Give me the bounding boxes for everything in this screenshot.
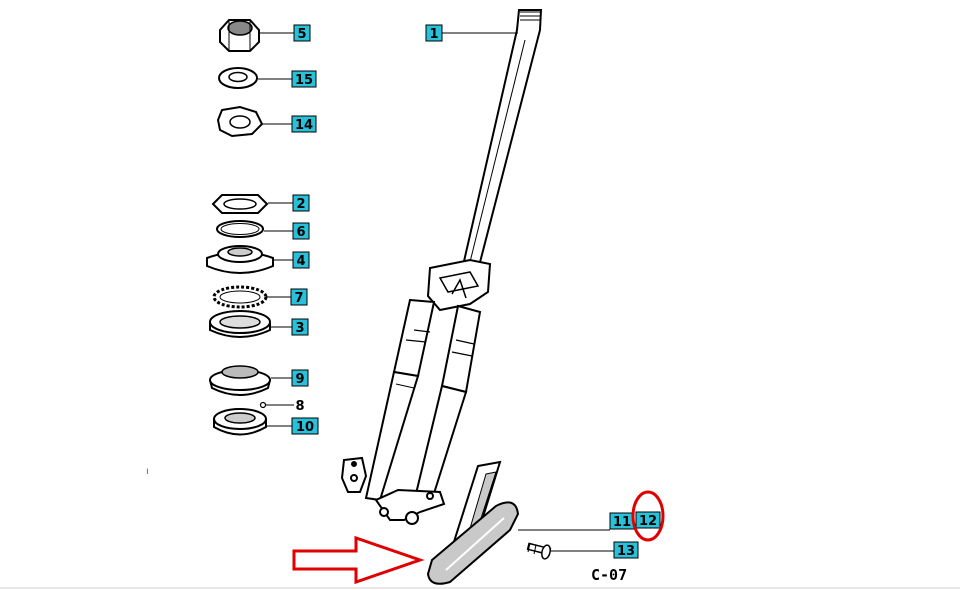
callout-box [291,318,309,336]
callout-2: 2 [292,194,310,212]
highlight-arrow [292,535,425,585]
callout-12: 12 [635,511,661,529]
callout-box [291,417,319,435]
callout-15: 15 [291,70,317,88]
callout-7: 7 [290,288,308,306]
part-thin-ring [216,220,264,238]
callout-3: 3 [291,318,309,336]
callout-14: 14 [291,115,317,133]
part-screw [526,542,552,560]
part-bearing-ring [212,285,268,309]
callout-label: 10 [296,420,314,435]
callout-box [292,194,310,212]
callout-13: 13 [613,541,639,559]
callout-label: 12 [639,514,657,529]
callout-box [635,511,661,529]
front-fork [340,9,543,525]
callout-10: 10 [291,417,319,435]
callout-box [613,541,639,559]
leader-lines [258,32,614,552]
part-cup-race [209,310,271,338]
fender-assembly [426,460,520,585]
callout-8: 8 [295,399,304,414]
callout-box [292,251,310,269]
callout-11: 11 [609,512,635,530]
part-small-ball [259,401,267,409]
part-lock-nut [211,194,269,214]
callout-label: 6 [296,225,305,240]
callout-label: 14 [295,118,313,133]
part-washer [218,67,258,89]
callout-label: 9 [295,372,304,387]
callout-label: 15 [295,73,313,88]
stray-mark: ı [146,466,149,477]
callout-6: 6 [292,222,310,240]
callout-1: 1 [425,24,443,42]
callout-label: 2 [296,197,305,212]
callout-box [291,70,317,88]
callout-4: 4 [292,251,310,269]
callout-box [291,115,317,133]
callout-label: 5 [297,27,306,42]
part-dust-seal [213,408,267,436]
callout-label: 3 [295,321,304,336]
callout-box [292,222,310,240]
callout-box [291,369,309,387]
part-top-cone-race [206,245,274,274]
callout-label: 8 [295,399,304,414]
callout-9: 9 [291,369,309,387]
callout-label: 7 [294,291,303,306]
callout-5: 5 [293,24,311,42]
callout-box [293,24,311,42]
part-bottom-cup [209,365,271,396]
part-hex-nut [219,19,260,52]
callout-box [425,24,443,42]
callout-label: 1 [429,27,438,42]
highlight-circle [631,490,665,542]
callout-label: 11 [613,515,631,530]
part-lock-washer [216,105,264,138]
callout-label: 13 [617,544,635,559]
diagram-code: C-07 [591,566,627,584]
callout-box [290,288,308,306]
callout-label: 4 [296,254,305,269]
